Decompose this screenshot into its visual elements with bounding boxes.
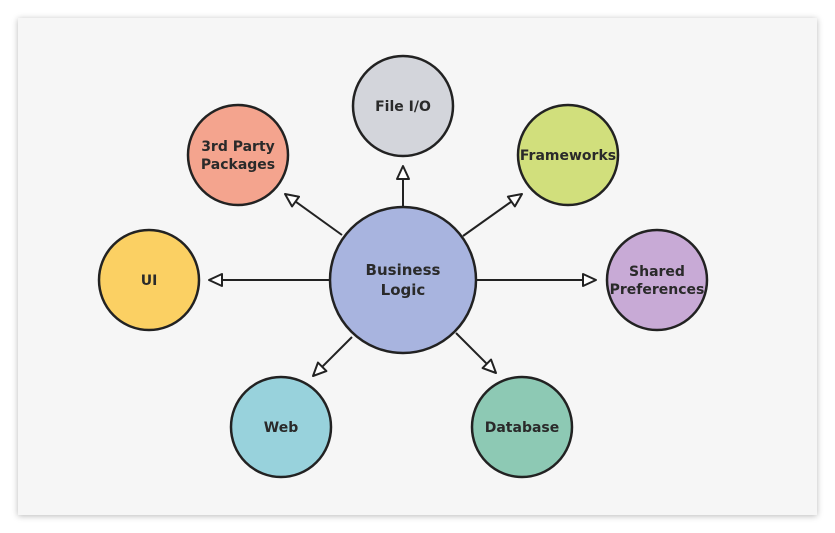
node-3rd-party-packages-label: Packages [201,157,275,173]
node-web: Web [229,375,333,479]
arrow-to-ui [208,273,330,287]
node-business-logic-label: Business [366,261,441,279]
arrow-to-frameworks-line [462,200,512,237]
node-business-logic-label: Logic [381,281,426,299]
node-ui: UI [97,228,201,332]
node-web-label: Web [264,420,298,436]
arrow-to-database-line [455,332,488,365]
node-frameworks: Frameworks [516,103,620,207]
arrow-to-3rd-party-packages-line [294,200,343,236]
node-database: Database [470,375,574,479]
arrow-to-file-io-arrowhead [396,165,410,180]
node-database-circle [470,375,574,479]
node-shared-preferences-label: Shared [629,264,685,280]
node-3rd-party-packages-label: 3rd Party [201,139,275,155]
node-file-io: File I/O [351,54,455,158]
arrow-to-ui-arrowhead [208,273,223,287]
node-shared-preferences-circle [605,228,709,332]
arrow-to-3rd-party-packages-arrowhead [284,193,301,208]
arrow-to-shared-preferences-arrowhead [582,273,597,287]
node-database-label: Database [485,420,560,436]
arrow-to-shared-preferences [476,273,597,287]
arrow-to-database [455,332,497,374]
arrow-to-web [312,336,353,377]
arrow-to-file-io [396,165,410,207]
arrow-to-web-arrowhead [312,361,328,377]
node-3rd-party-packages-circle [186,103,290,207]
node-frameworks-circle [516,103,620,207]
node-business-logic-circle [328,205,478,355]
arrow-to-frameworks [462,193,523,237]
node-file-io-circle [351,54,455,158]
node-shared-preferences-label: Preferences [610,282,705,298]
arrow-to-3rd-party-packages [284,193,343,236]
node-web-circle [229,375,333,479]
node-ui-label: UI [141,273,158,289]
node-ui-circle [97,228,201,332]
arrow-to-web-line [321,336,353,368]
arrow-to-database-arrowhead [481,358,497,374]
arrow-to-frameworks-arrowhead [506,193,523,208]
node-file-io-label: File I/O [375,99,431,115]
node-frameworks-label: Frameworks [520,148,616,164]
